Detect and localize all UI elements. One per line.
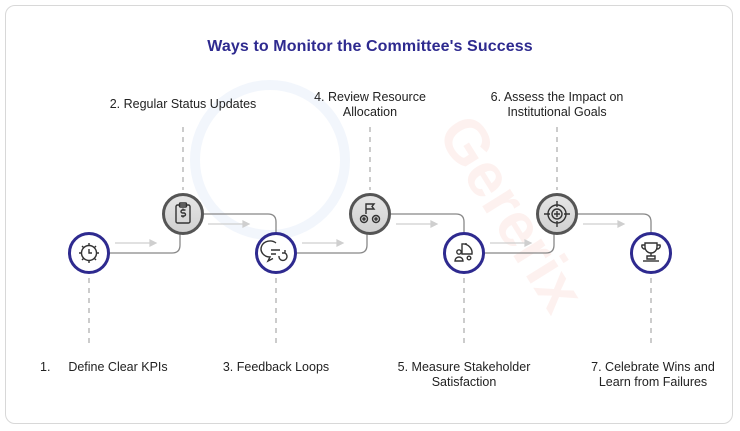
people-chart-icon (443, 232, 485, 274)
step-4-label-line-2: Allocation (342, 105, 398, 119)
step-3-label-line: 3. Feedback Loops (222, 360, 330, 374)
step-3-label: 3. Feedback Loops (196, 360, 356, 375)
step-1-label-line: Define Clear KPIs (68, 360, 168, 374)
target-icon (536, 193, 578, 235)
flag-gears-icon (349, 193, 391, 235)
chat-refresh-icon (255, 232, 297, 274)
step-5-label-line-2: Satisfaction (431, 375, 497, 389)
step-4-label-line-1: 4. Review Resource (314, 90, 426, 104)
step-6-label: 6. Assess the Impact on Institutional Go… (472, 90, 642, 120)
step-1-number: 1. (40, 360, 51, 374)
trophy-icon (630, 232, 672, 274)
step-2-label-line: 2. Regular Status Updates (109, 97, 257, 111)
step-5-label: 5. Measure Stakeholder Satisfaction (384, 360, 544, 390)
diagram-title: Ways to Monitor the Committee's Success (207, 38, 533, 55)
step-6-label-line-1: 6. Assess the Impact on (490, 90, 624, 104)
gear-clock-icon (68, 232, 110, 274)
step-5-label-line-1: 5. Measure Stakeholder (397, 360, 531, 374)
step-2-label: 2. Regular Status Updates (93, 97, 273, 112)
leader-lines (88, 127, 652, 345)
step-4-label: 4. Review Resource Allocation (290, 90, 450, 120)
watermark: Gererix (190, 80, 598, 324)
arrows (115, 220, 626, 247)
connectors (110, 213, 652, 254)
step-6-label-line-2: Institutional Goals (507, 105, 607, 119)
clipboard-dollar-icon (162, 193, 204, 235)
step-1-label: Define Clear KPIs (58, 360, 178, 375)
step-7-label-line-2: Learn from Failures (598, 375, 708, 389)
step-7-label-line-1: 7. Celebrate Wins and (591, 360, 715, 374)
step-7-label: 7. Celebrate Wins and Learn from Failure… (578, 360, 728, 390)
